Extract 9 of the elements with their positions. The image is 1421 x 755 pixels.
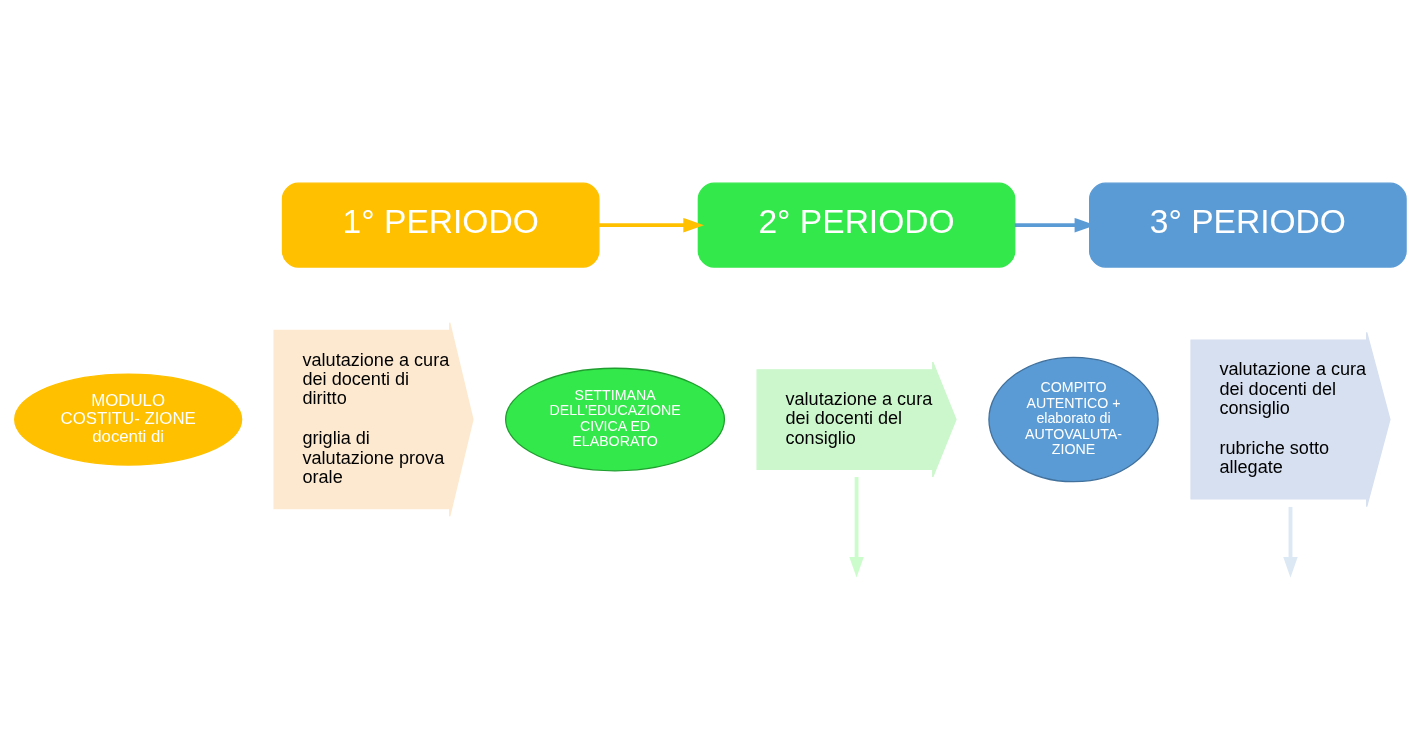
arrow — [599, 217, 704, 232]
node-ellipse: COMPITO AUTENTICO + elaborato di AUTOVALUTA- ZIONE — [988, 356, 1159, 482]
node-box: 3° PERIODO — [1089, 182, 1407, 268]
node-ellipse: MODULO COSTITU- ZIONE docenti di — [14, 372, 243, 466]
node-ellipse: SETTIMANA DELL'EDUCAZIONE CIVICA ED ELABORATO — [505, 367, 726, 471]
arrow — [849, 476, 864, 578]
node-box: 1° PERIODO — [281, 182, 600, 268]
node-box: 2° PERIODO — [697, 182, 1016, 268]
arrow — [1283, 506, 1298, 578]
